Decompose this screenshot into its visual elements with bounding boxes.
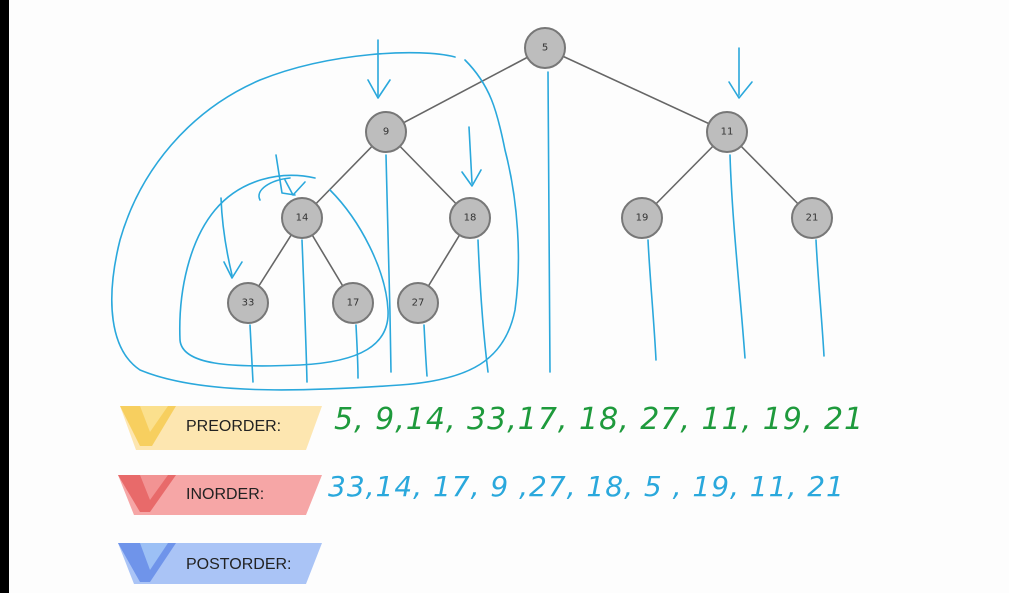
ink-annotations — [111, 39, 825, 391]
postorder-label: POSTORDER: — [186, 556, 292, 573]
node-label-21: 21 — [806, 213, 819, 224]
inorder-band — [118, 475, 322, 515]
node-label-18: 18 — [464, 213, 477, 224]
ink-arrow-33 — [220, 197, 243, 279]
tree-node-19: 19 — [621, 197, 663, 239]
node-label-17: 17 — [347, 298, 360, 309]
ink-loop-outer — [111, 51, 520, 391]
preorder-band — [120, 406, 322, 450]
preorder-sequence: 5, 9,14, 33,17, 18, 27, 11, 19, 21 — [334, 402, 865, 437]
postorder-band — [118, 543, 322, 584]
ink-arrow-9 — [367, 39, 391, 99]
tree-node-33: 33 — [227, 282, 269, 324]
ink-arrow-14 — [275, 154, 306, 196]
tree-node-11: 11 — [706, 111, 748, 153]
node-label-9: 9 — [383, 127, 389, 138]
ink-drop-18 — [477, 239, 489, 373]
preorder-label: PREORDER: — [186, 418, 282, 435]
ink-drop-9 — [385, 154, 392, 373]
tree-node-5: 5 — [524, 27, 566, 69]
tree-node-9: 9 — [365, 111, 407, 153]
ink-drop-27 — [423, 324, 428, 377]
node-label-5: 5 — [542, 43, 548, 54]
tree-node-18: 18 — [449, 197, 491, 239]
ink-arrow-11 — [728, 47, 753, 99]
tree-edges — [247, 47, 813, 304]
ink-drop-21 — [815, 239, 825, 357]
node-label-19: 19 — [636, 213, 649, 224]
node-label-14: 14 — [296, 213, 309, 224]
edge-5-9 — [385, 47, 546, 133]
ink-arrow-18 — [461, 126, 482, 187]
ink-drop-17 — [355, 324, 359, 379]
inorder-label: INORDER: — [186, 486, 265, 503]
tree-node-27: 27 — [397, 282, 439, 324]
ink-drop-11 — [729, 154, 746, 359]
node-label-33: 33 — [242, 298, 255, 309]
ink-drop-33 — [249, 324, 254, 383]
node-label-11: 11 — [721, 127, 734, 138]
edge-5-11 — [544, 47, 728, 133]
ink-loop-inner — [178, 174, 389, 367]
left-edge-bar — [0, 0, 9, 593]
tree-node-21: 21 — [791, 197, 833, 239]
tree-node-17: 17 — [332, 282, 374, 324]
ink-drop-19 — [647, 239, 657, 361]
tree-node-14: 14 — [281, 197, 323, 239]
node-label-27: 27 — [412, 298, 425, 309]
inorder-sequence: 33,14, 17, 9 ,27, 18, 5 , 19, 11, 21 — [328, 470, 845, 503]
tree-nodes: 5 9 11 14 18 19 21 33 — [227, 27, 833, 324]
ink-loop-small — [258, 177, 291, 201]
ink-drop-14 — [301, 239, 308, 383]
ink-drop-5 — [547, 71, 551, 373]
